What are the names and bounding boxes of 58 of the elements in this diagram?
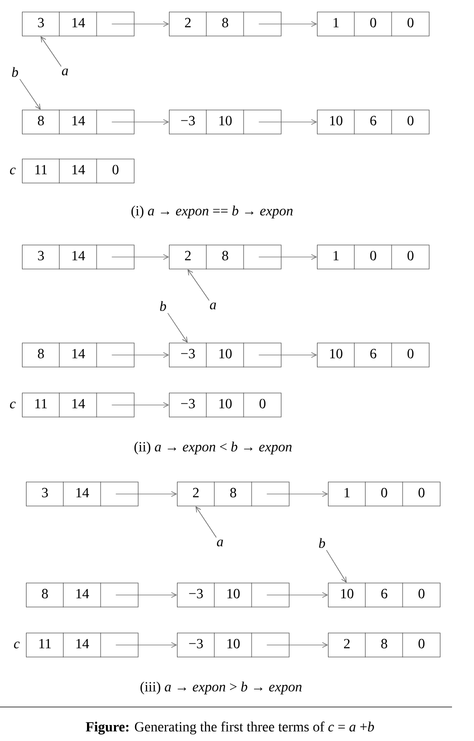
list-node: 3 14	[22, 244, 134, 270]
list-node: 3 14	[22, 12, 134, 36]
list-node: −3 10	[169, 342, 282, 368]
arrow	[116, 642, 177, 648]
arrow	[112, 352, 169, 358]
list-node: 1 0 0	[328, 482, 440, 506]
arrow	[188, 269, 210, 301]
list-node: 2 8	[169, 12, 282, 36]
list-node: 11 14 0	[22, 158, 134, 184]
arrow	[112, 21, 169, 27]
list-node: 1 0 0	[317, 12, 430, 36]
pointer-label: b	[319, 538, 326, 548]
arrow	[258, 119, 317, 125]
arrow	[266, 592, 328, 598]
list-node: −3 10	[169, 110, 282, 134]
pointer-label: b	[12, 67, 18, 77]
list-node: 11 14	[22, 392, 134, 418]
arrow	[326, 550, 347, 583]
pointer-label: c	[10, 168, 16, 174]
list-node: −3 10	[177, 582, 290, 608]
figure-caption: Figure: Generating the first three terms of c = a +b	[86, 722, 374, 734]
list-node: 8 14	[22, 110, 134, 134]
pointer-label: a	[216, 540, 223, 546]
list-node: 10 6 0	[317, 342, 430, 368]
list-node: 2 8 0	[328, 632, 440, 658]
list-node: 2 8	[177, 482, 290, 506]
arrow	[112, 402, 169, 408]
sub-caption: (ii) a → expon < b → expon	[134, 442, 292, 454]
arrow	[116, 592, 177, 598]
list-node: 10 6 0	[328, 582, 440, 608]
sub-caption: (i) a → expon == b → expon	[131, 206, 293, 218]
pointer-label: c	[10, 402, 16, 408]
pointer-label: c	[14, 642, 20, 648]
arrow	[112, 119, 169, 125]
arrow	[266, 642, 328, 648]
list-node: −3 10 0	[169, 392, 282, 418]
pointer-label: a	[62, 68, 68, 76]
list-node: 8 14	[22, 342, 134, 368]
list-node: 11 14	[26, 632, 138, 658]
arrow	[40, 36, 62, 67]
arrow	[258, 254, 317, 260]
list-node: 10 6 0	[317, 110, 430, 134]
arrow	[167, 312, 188, 343]
list-node: 8 14	[26, 582, 138, 608]
sub-caption: (iii) a → expon > b → expon	[140, 682, 302, 694]
arrow	[196, 506, 217, 538]
arrow	[258, 352, 317, 358]
list-node: −3 10	[177, 632, 290, 658]
list-node: 2 8	[169, 244, 282, 270]
list-node: 1 0 0	[317, 244, 430, 270]
arrow	[116, 491, 177, 497]
arrow	[258, 21, 317, 27]
list-node: 3 14	[26, 482, 138, 506]
pointer-label: b	[160, 301, 166, 311]
arrow	[266, 491, 328, 497]
arrow	[112, 254, 169, 260]
arrow	[20, 78, 41, 110]
pointer-label: a	[210, 302, 216, 310]
